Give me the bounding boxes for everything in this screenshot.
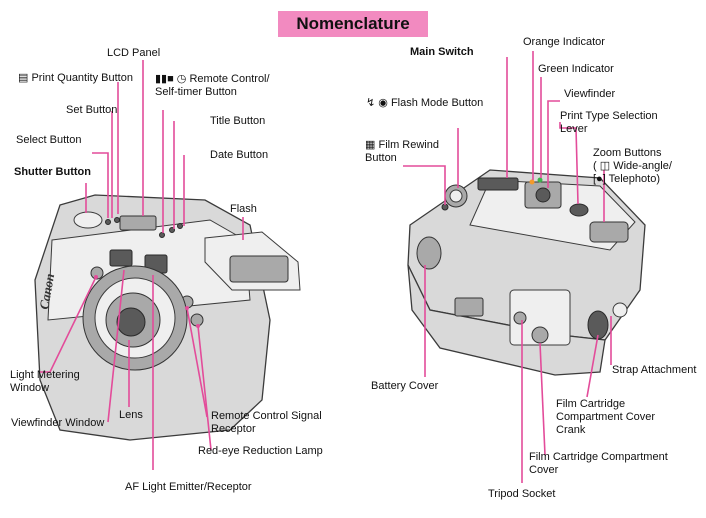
label-text: Cover xyxy=(529,464,559,476)
label-lens: Lens xyxy=(119,409,143,421)
label-text: Self-timer Button xyxy=(155,86,237,98)
label-strap-attachment: Strap Attachment xyxy=(612,364,697,376)
label-title-button: Title Button xyxy=(210,115,266,127)
label-light-metering-window: Light Metering Window xyxy=(10,369,80,395)
page-title: Nomenclature xyxy=(278,11,428,37)
film-rewind-icon: ▦ xyxy=(365,139,376,151)
label-set-button: Set Button xyxy=(66,104,118,116)
label-print-type-selection-lever: Print Type Selection Lever xyxy=(560,110,658,136)
label-print-quantity-button: ▤ Print Quantity Button xyxy=(18,72,133,85)
remote-self-timer-icon: ▮▮■ ◷ xyxy=(155,73,187,85)
label-viewfinder: Viewfinder xyxy=(564,88,616,100)
label-text: Telephoto) xyxy=(608,173,660,185)
label-af-light-emitter-receptor: AF Light Emitter/Receptor xyxy=(125,481,252,493)
label-text: Film Rewind xyxy=(378,139,439,151)
label-red-eye-reduction-lamp: Red-eye Reduction Lamp xyxy=(198,445,323,457)
wide-angle-icon: ◫ xyxy=(599,160,611,172)
label-flash: Flash xyxy=(230,203,257,215)
label-green-indicator: Green Indicator xyxy=(538,63,614,75)
label-text: Print Type Selection xyxy=(560,110,658,122)
telephoto-icon: [●] xyxy=(593,173,606,185)
label-battery-cover: Battery Cover xyxy=(371,380,439,392)
print-quantity-icon: ▤ xyxy=(18,72,29,84)
label-select-button: Select Button xyxy=(16,134,82,146)
label-text: Remote Control Signal xyxy=(211,410,322,422)
label-remote-control-self-timer: ▮▮■ ◷ Remote Control/ Self-timer Button xyxy=(155,73,270,99)
label-lcd-panel: LCD Panel xyxy=(107,47,161,59)
label-shutter-button: Shutter Button xyxy=(14,166,91,178)
label-flash-mode-button: ↯ ◉ Flash Mode Button xyxy=(366,97,483,110)
label-text: Flash Mode Button xyxy=(390,97,484,109)
label-film-cartridge-compartment-cover-crank: Film Cartridge Compartment Cover Crank xyxy=(556,398,655,437)
flash-mode-icon: ↯ ◉ xyxy=(366,97,388,109)
label-text: Remote Control/ xyxy=(189,73,270,85)
label-tripod-socket: Tripod Socket xyxy=(488,488,556,500)
label-main-switch: Main Switch xyxy=(410,46,474,58)
label-text: Print Quantity Button xyxy=(31,72,133,84)
label-text: Film Cartridge Compartment xyxy=(529,451,668,463)
leader-lines-front xyxy=(40,60,244,470)
label-remote-control-signal-receptor: Remote Control Signal Receptor xyxy=(211,410,322,436)
label-text: Light Metering xyxy=(10,369,80,381)
label-viewfinder-window: Viewfinder Window xyxy=(11,417,105,429)
label-text: Zoom Buttons xyxy=(593,147,662,159)
label-film-cartridge-compartment-cover: Film Cartridge Compartment Cover xyxy=(529,451,668,477)
leader-lines-back xyxy=(403,51,612,483)
label-text: Crank xyxy=(556,424,586,436)
label-zoom-buttons: Zoom Buttons ( ◫ Wide-angle/ [●] Telepho… xyxy=(593,147,672,185)
label-text: Button xyxy=(365,152,397,164)
label-text: Receptor xyxy=(211,423,256,435)
label-orange-indicator: Orange Indicator xyxy=(523,36,605,48)
front-camera: Canon xyxy=(34,194,301,441)
label-text: Film Cartridge xyxy=(556,398,626,410)
label-text: Wide-angle/ xyxy=(613,160,672,172)
label-text: Window xyxy=(10,382,50,394)
label-film-rewind-button: ▦ Film Rewind Button xyxy=(365,139,439,165)
back-camera xyxy=(407,169,646,376)
brand-logo: Canon xyxy=(36,272,57,310)
label-text: Compartment Cover xyxy=(556,411,656,423)
label-date-button: Date Button xyxy=(210,149,269,161)
label-text: Lever xyxy=(560,123,588,135)
